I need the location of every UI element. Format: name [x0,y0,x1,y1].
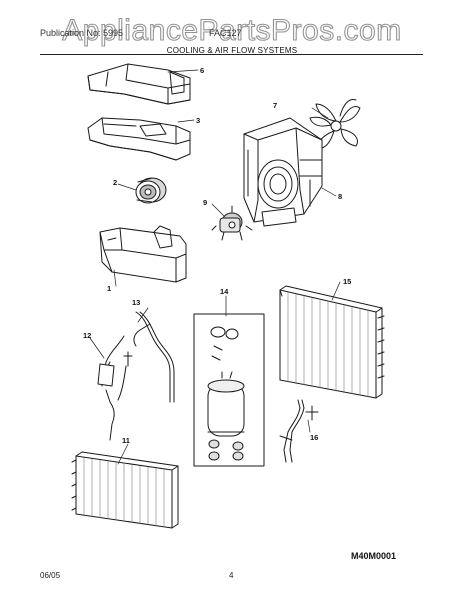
publication-number: Publication No: 5995 [40,28,124,38]
callout-8: 8 [338,192,342,201]
footer-date: 06/05 [40,571,61,580]
leader-lines [89,69,341,465]
header-rule [40,54,423,55]
part-3-air-duct [87,117,191,161]
part-9-fan-motor [211,205,253,241]
model-number: FAC127 [209,28,242,38]
part-2-blower-wheel [135,177,167,204]
watermark: AppliancePartsPros.com [62,13,402,47]
callout-13: 13 [132,298,140,307]
callout-2: 2 [113,178,117,187]
callout-6: 6 [200,66,204,75]
callout-11: 11 [122,436,130,445]
callout-12: 12 [83,331,91,340]
callout-16: 16 [310,433,318,442]
part-13-tube-assembly [133,311,175,403]
part-12-tube-filter-drier [97,335,133,441]
callout-1: 1 [107,284,111,293]
footer-page-number: 4 [229,571,234,580]
callout-14: 14 [220,287,229,296]
condenser-fins [287,291,369,398]
callout-15: 15 [343,277,351,286]
part-14-compressor [193,313,265,467]
part-6-air-duct-top [87,63,191,105]
part-11-evaporator-coil [71,451,179,529]
callout-7: 7 [273,101,277,110]
part-8-fan-shroud [243,117,323,227]
callout-9: 9 [203,198,207,207]
part-16-tube [279,399,319,463]
figure-code: M40M0001 [351,551,397,561]
callout-3: 3 [196,116,200,125]
part-1-base-duct [99,225,187,283]
evaporator-fins [83,457,165,528]
part-15-condenser-coil [279,285,385,399]
section-title: COOLING & AIR FLOW SYSTEMS [166,46,298,55]
